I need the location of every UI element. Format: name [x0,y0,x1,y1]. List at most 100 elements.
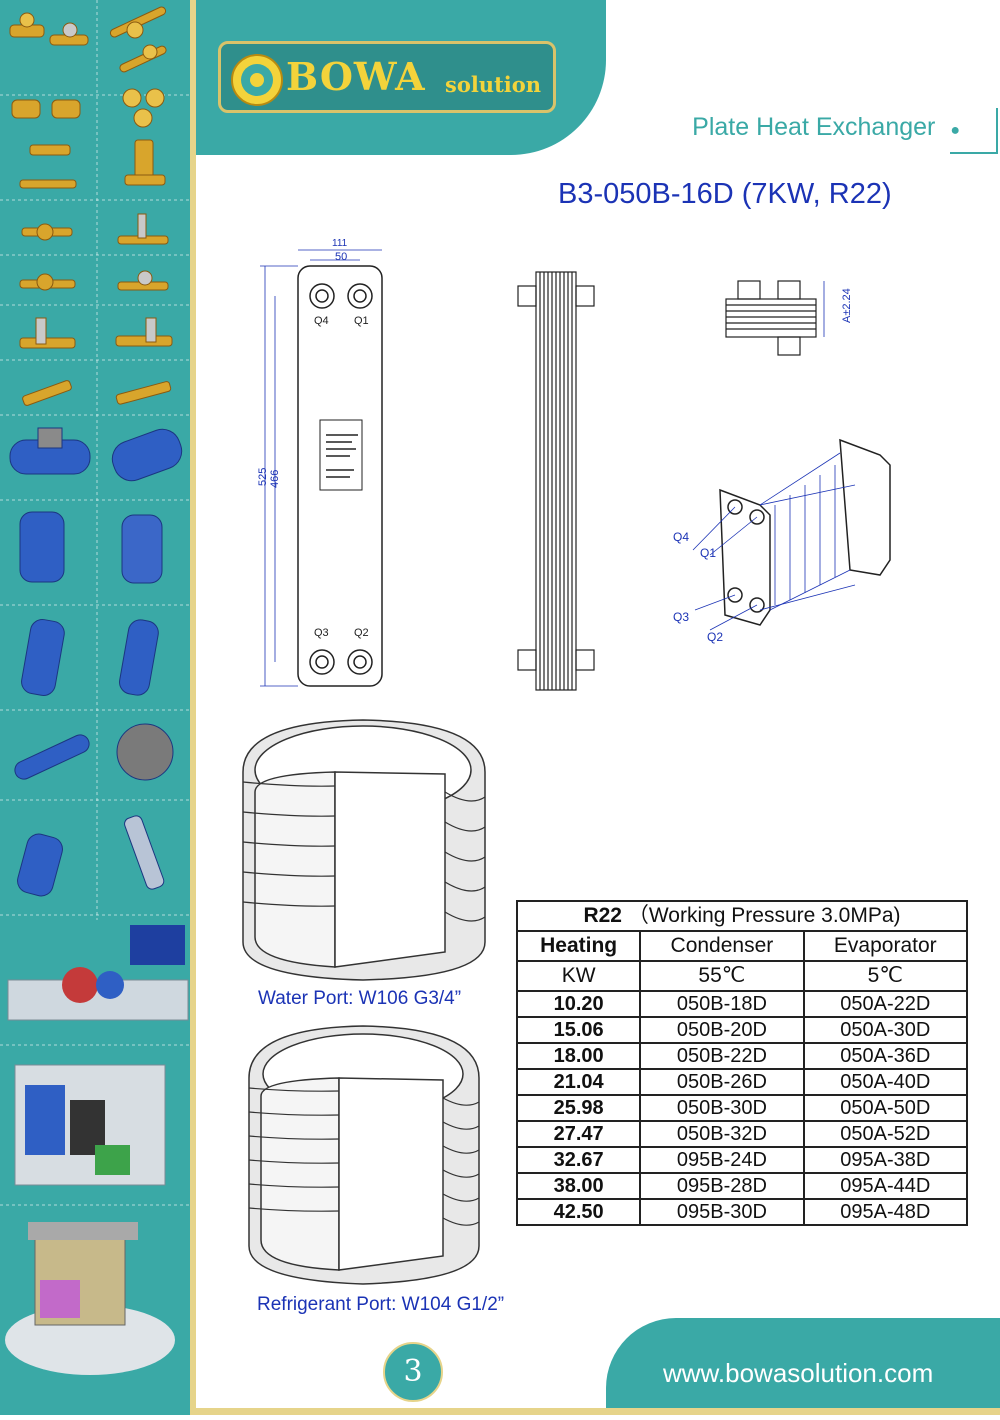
condenser-model: 095B-30D [639,1198,805,1226]
port-label-q2: Q2 [354,627,369,639]
table-row: 32.67 095B-24D 095A-38D [515,1146,969,1174]
sight-glass-icon [109,6,167,39]
working-pressure: （Working Pressure 3.0MPa) [627,904,901,927]
refrigerant-port-caption: Refrigerant Port: W104 G1/2” [257,1294,505,1315]
unit-kw: KW [515,960,642,992]
receiver-icon [21,619,65,696]
footer-band [606,1318,1000,1415]
plate-side-view [517,271,595,691]
heating-value: 15.06 [515,1016,642,1044]
product-sidebar [0,0,196,1415]
accumulator-icon [121,514,163,584]
dim-port-spacing: 50 [335,251,347,263]
unit-evaporator-temp: 5℃ [802,960,969,992]
nameplate-lines [326,434,358,478]
plate-front-view [297,265,383,687]
refrigerant-port-illustration [248,1025,480,1285]
capacity-table: R22 （Working Pressure 3.0MPa) Heating Co… [515,900,969,1226]
page-number: 3 [383,1342,443,1402]
unit-condenser-temp: 55℃ [639,960,805,992]
ball-valve-icon [19,144,77,189]
table-units-row: KW 55℃ 5℃ [515,960,969,992]
iso-label-q4: Q4 [673,530,689,544]
condenser-model: 050B-22D [639,1042,805,1070]
dim-width-total: 111 [332,238,348,249]
header-vline [996,108,998,154]
tube-exchanger-icon [124,815,165,890]
table-row: 10.20 050B-18D 050A-22D [515,990,969,1018]
condenser-model: 050B-26D [639,1068,805,1096]
shut-off-valve-icon [21,223,73,241]
header-evaporator: Evaporator [802,930,969,962]
evaporator-model: 050A-22D [802,990,969,1018]
condensing-unit-icon [7,925,189,1021]
accumulator-icon [19,511,65,583]
brand-suffix: solution [445,72,542,97]
condenser-model: 050B-20D [639,1016,805,1044]
heating-value: 32.67 [515,1146,642,1174]
iso-label-q2: Q2 [707,630,723,644]
iso-label-q1: Q1 [700,546,716,560]
evaporator-model: 095A-38D [802,1146,969,1174]
evaporator-model: 050A-50D [802,1094,969,1122]
bullet-icon: ● [950,122,960,139]
table-row: 25.98 050B-30D 050A-50D [515,1094,969,1122]
header-underline [950,152,998,154]
front-side-drawings: 111 50 525 466 Q4 Q1 Q3 Q2 [257,238,595,691]
condenser-model: 095B-24D [639,1146,805,1174]
sight-glass-icon [119,44,167,73]
shut-off-valve-icon [19,273,76,291]
fan-housing-icon [116,723,174,781]
iso-label-q3: Q3 [673,610,689,624]
port-label-q3: Q3 [314,627,329,639]
table-row: 21.04 050B-26D 050A-40D [515,1068,969,1096]
shut-off-valve-icon [117,213,169,245]
evaporator-model: 050A-30D [802,1016,969,1044]
port-label-q4: Q4 [314,315,329,327]
sight-glass-icon [9,12,45,38]
filter-drier-icon [11,99,81,119]
refrigerant-name: R22 [583,904,622,927]
table-title: R22 （Working Pressure 3.0MPa) [516,900,968,932]
cold-room-unit-icon [5,1222,175,1375]
table-header-row: Heating Condenser Evaporator [515,930,969,962]
water-port-caption: Water Port: W106 G3/4” [258,988,462,1009]
solenoid-valve-icon [122,88,165,128]
table-row: 38.00 095B-28D 095A-44D [515,1172,969,1200]
table-row: 18.00 050B-22D 050A-36D [515,1042,969,1070]
sidebar-border [190,0,196,1415]
table-row: 27.47 050B-32D 050A-52D [515,1120,969,1148]
condenser-model: 050B-18D [639,990,805,1018]
condenser-model: 050B-30D [639,1094,805,1122]
evaporator-model: 095A-44D [802,1172,969,1200]
isometric-drawing: Q4 Q1 Q3 Q2 [673,438,891,644]
angle-valve-icon [115,381,172,405]
evaporator-model: 050A-40D [802,1068,969,1096]
condenser-model: 095B-28D [639,1172,805,1200]
logo-emblem-icon [231,54,283,106]
sidebar-product-grid [0,0,190,1375]
section-title: Plate Heat Exchanger ● [692,113,960,142]
heating-value: 38.00 [515,1172,642,1200]
liquid-receiver-icon [111,428,183,482]
condenser-model: 050B-32D [639,1120,805,1148]
shell-tube-exchanger-icon [17,833,63,897]
header-heating: Heating [515,930,642,962]
ball-valve-icon [124,139,166,186]
table-title-row: R22 （Working Pressure 3.0MPa) [516,900,968,932]
logo-frame [218,41,556,113]
top-view-drawing: A±2.24 [725,280,850,356]
shell-heat-exchanger-icon [14,734,90,780]
heating-value: 42.50 [515,1198,642,1226]
angle-valve-icon [115,317,173,347]
angle-valve-icon [22,380,72,406]
website-link[interactable]: www.bowasolution.com [663,1358,934,1388]
evaporator-model: 095A-48D [802,1198,969,1226]
heating-value: 18.00 [515,1042,642,1070]
evaporator-model: 050A-36D [802,1042,969,1070]
model-title: B3-050B-16D (7KW, R22) [558,178,892,210]
brand-name: BOWA [286,54,426,99]
heating-value: 25.98 [515,1094,642,1122]
heating-value: 21.04 [515,1068,642,1096]
water-port-illustration [242,719,486,981]
